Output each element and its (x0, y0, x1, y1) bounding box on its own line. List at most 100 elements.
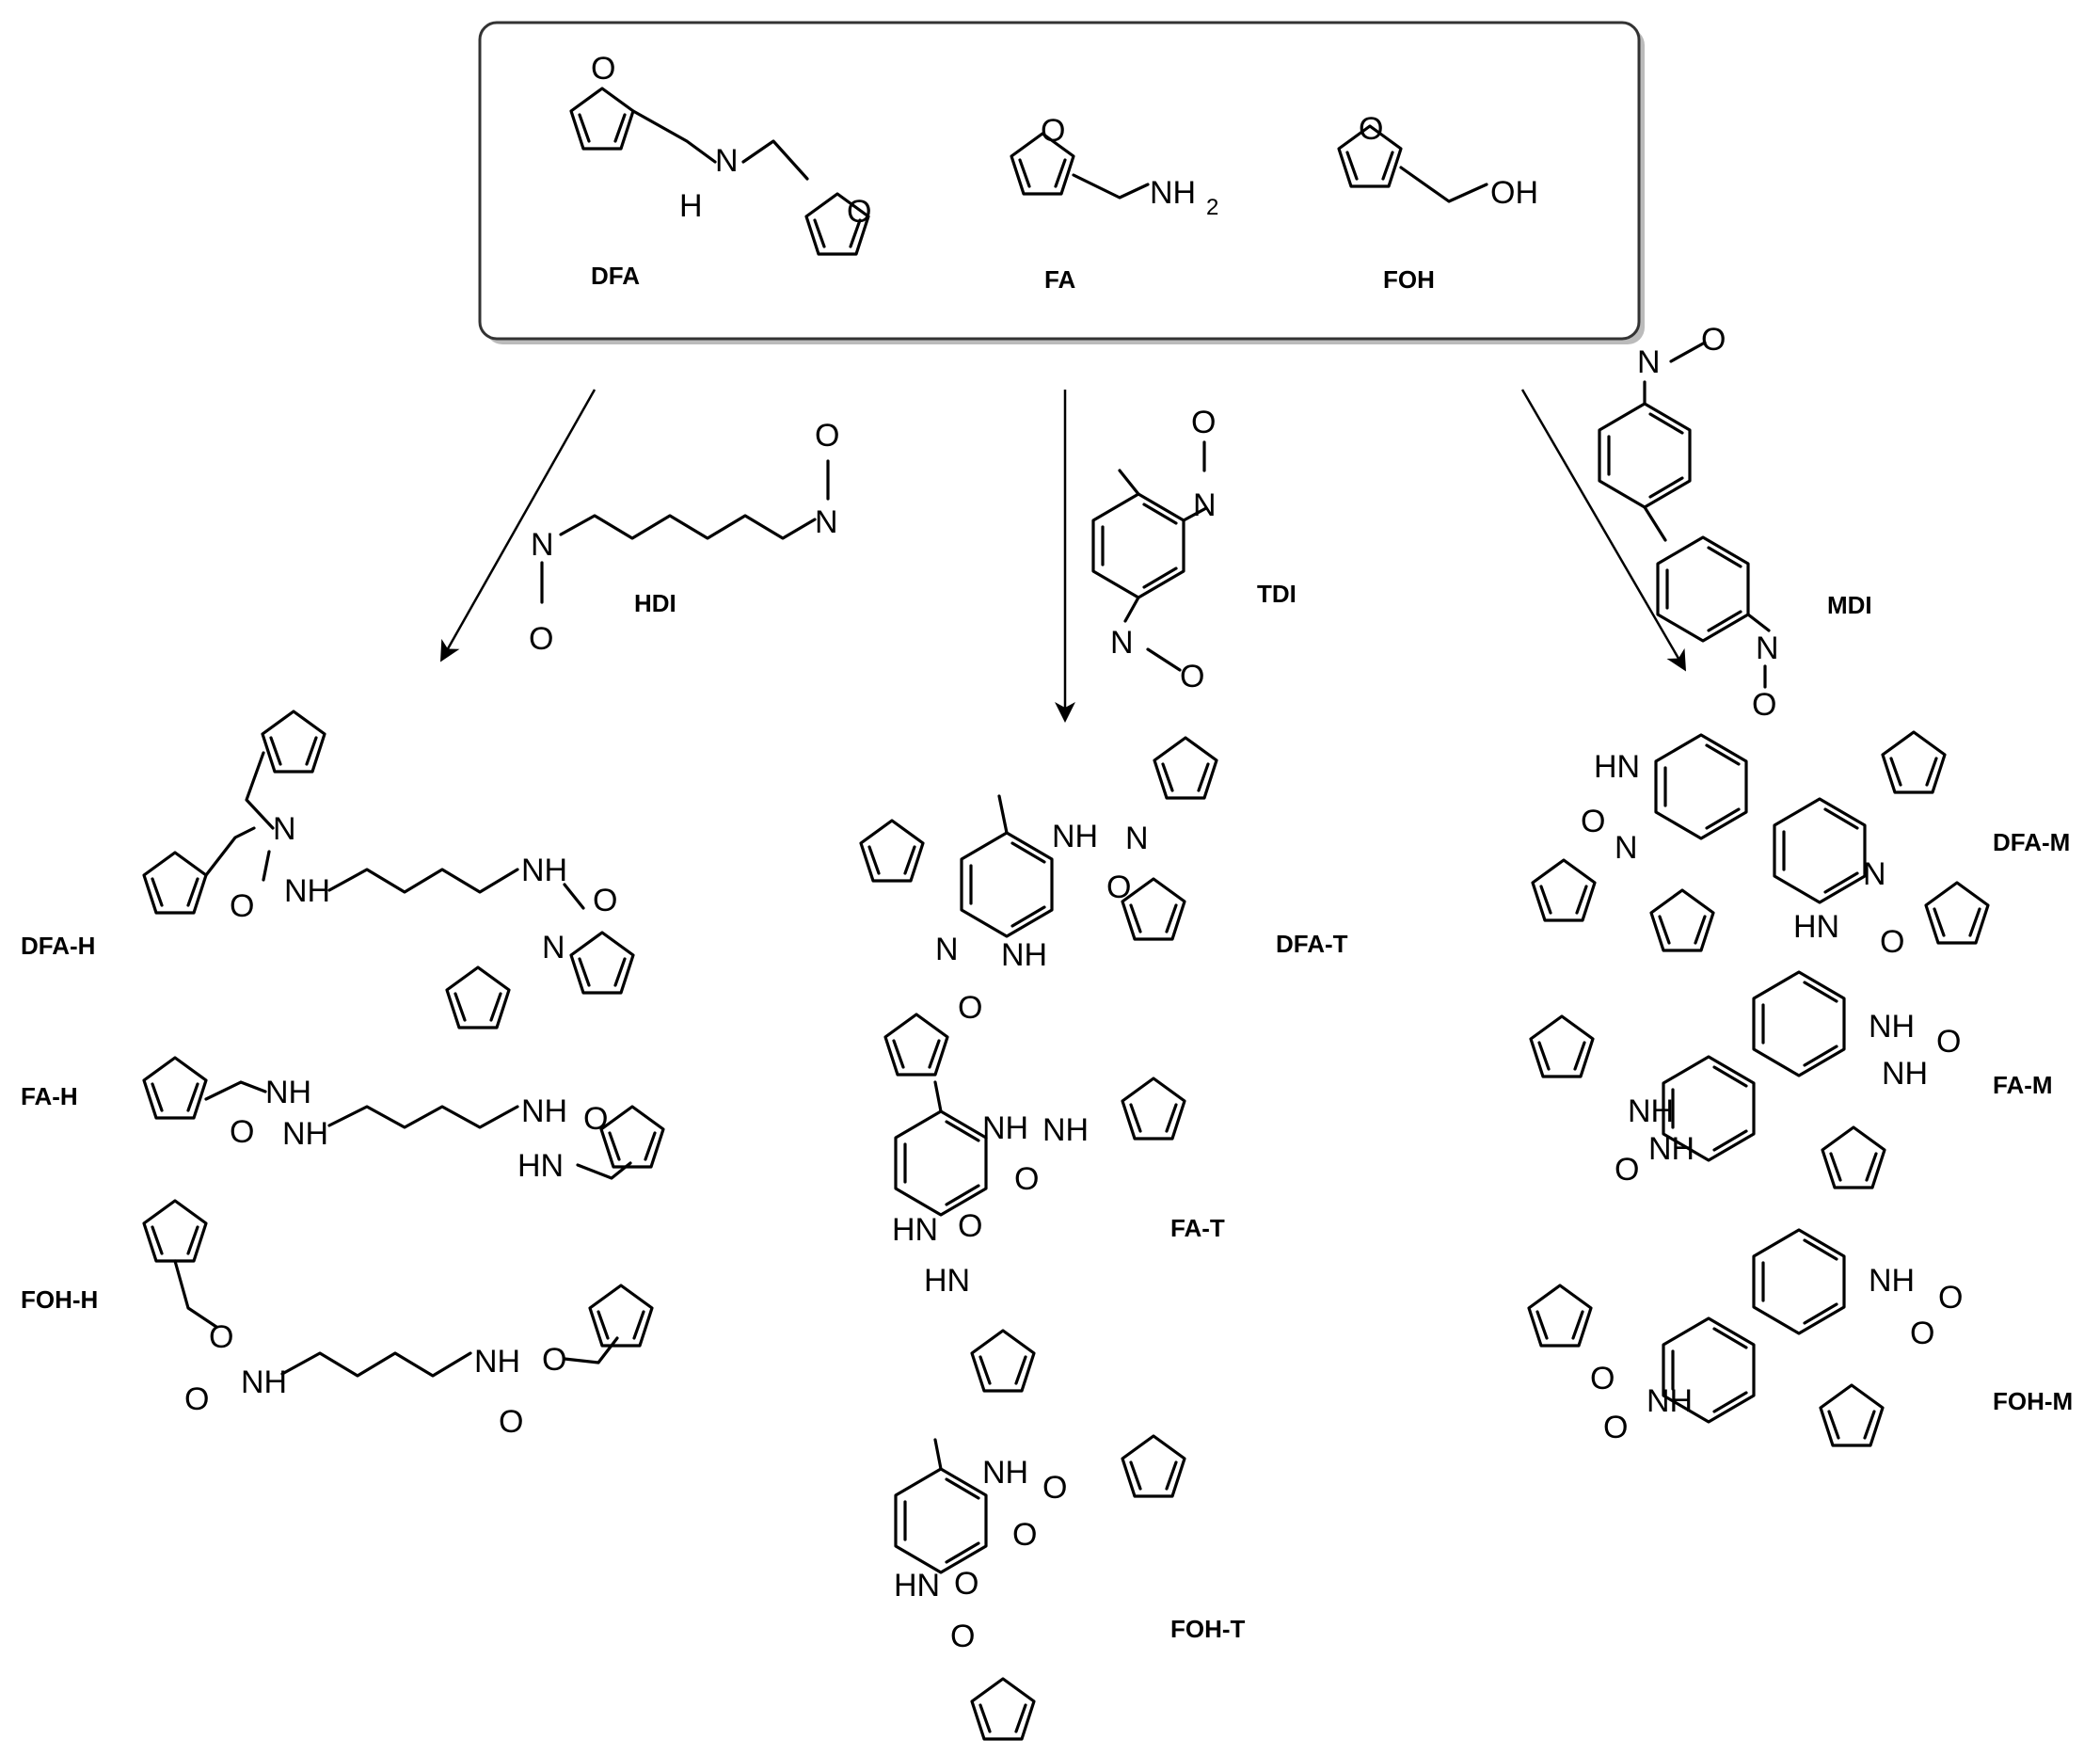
svg-text:N: N (1125, 821, 1149, 856)
svg-text:O: O (591, 51, 615, 87)
svg-text:NH: NH (1882, 1056, 1928, 1092)
svg-text:NH: NH (1150, 175, 1196, 211)
svg-text:O: O (950, 1619, 975, 1654)
svg-text:O: O (583, 1101, 608, 1137)
svg-text:NH: NH (1042, 1112, 1089, 1148)
svg-text:O: O (230, 888, 254, 924)
svg-text:O: O (1936, 1024, 1961, 1060)
arrow-left (440, 389, 597, 662)
foh-t-structure: NH O O HN O O (894, 1434, 1186, 1741)
svg-text:N: N (715, 143, 739, 179)
svg-text:O: O (958, 1208, 982, 1244)
svg-text:O: O (1701, 322, 1726, 358)
svg-text:O: O (593, 883, 617, 918)
svg-text:OH: OH (1490, 175, 1538, 211)
label-dfa-m: DFA-M (1993, 828, 2070, 856)
svg-text:O: O (1615, 1152, 1639, 1188)
svg-text:O: O (1880, 924, 1904, 960)
svg-text:NH: NH (521, 853, 567, 888)
svg-text:O: O (1012, 1517, 1037, 1553)
label-fa-t: FA-T (1170, 1214, 1225, 1242)
svg-text:O: O (542, 1342, 566, 1378)
svg-text:O: O (230, 1114, 254, 1150)
svg-text:O: O (1752, 687, 1776, 723)
svg-text:O: O (184, 1381, 209, 1417)
svg-text:O: O (1106, 870, 1131, 905)
arrow-right (1520, 389, 1687, 672)
svg-text:N: N (1756, 630, 1779, 666)
label-dfa: DFA (591, 262, 640, 290)
svg-text:O: O (1359, 111, 1383, 147)
label-dfa-h: DFA-H (21, 932, 95, 960)
svg-text:O: O (847, 194, 871, 230)
svg-text:O: O (1910, 1316, 1934, 1351)
foh-h-structure: O O NH NH O O (142, 1199, 654, 1440)
foh-m-structure: NH O O O NH O (1527, 1228, 1963, 1447)
reactant-box (478, 21, 1641, 341)
mdi-structure: N O N O (1598, 322, 1779, 723)
label-fa-m: FA-M (1993, 1071, 2053, 1099)
label-hdi: HDI (634, 589, 676, 617)
fa-t-structure: NH NH O HN O HN (892, 1077, 1186, 1393)
fa-structure: O NH 2 (1010, 113, 1218, 220)
svg-text:N: N (935, 932, 959, 967)
svg-text:O: O (1938, 1280, 1963, 1316)
svg-text:N: N (1193, 487, 1217, 523)
svg-text:N: N (1615, 830, 1638, 866)
svg-text:N: N (542, 930, 565, 965)
svg-text:O: O (958, 990, 982, 1026)
label-foh-t: FOH-T (1170, 1615, 1246, 1643)
svg-text:O: O (1014, 1161, 1039, 1197)
dfa-structure: O N H O (569, 51, 871, 256)
svg-text:NH: NH (982, 1455, 1028, 1491)
svg-text:O: O (1191, 405, 1216, 440)
svg-text:N: N (815, 504, 838, 540)
svg-text:O: O (499, 1404, 523, 1440)
svg-text:O: O (1180, 659, 1204, 694)
svg-text:NH: NH (1628, 1093, 1674, 1129)
svg-text:N: N (1637, 344, 1661, 380)
dfa-t-structure: NH O N NH N O (859, 736, 1218, 1077)
label-foh-h: FOH-H (21, 1285, 98, 1314)
label-mdi: MDI (1827, 591, 1872, 619)
foh-structure: O OH (1337, 111, 1538, 211)
svg-text:N: N (531, 527, 554, 563)
svg-text:NH: NH (474, 1344, 520, 1380)
svg-text:HN: HN (517, 1148, 564, 1184)
svg-text:O: O (1590, 1361, 1615, 1396)
svg-text:HN: HN (1594, 749, 1640, 785)
svg-text:HN: HN (892, 1212, 938, 1248)
svg-text:NH: NH (1647, 1383, 1693, 1419)
svg-text:HN: HN (894, 1568, 940, 1603)
svg-text:NH: NH (282, 1116, 328, 1152)
svg-text:O: O (209, 1319, 233, 1355)
svg-text:NH: NH (1869, 1263, 1915, 1299)
label-fa-h: FA-H (21, 1082, 78, 1110)
svg-text:O: O (1581, 804, 1605, 839)
svg-text:N: N (1110, 625, 1134, 661)
svg-text:NH: NH (1648, 1131, 1694, 1167)
label-dfa-t: DFA-T (1276, 930, 1348, 958)
svg-text:NH: NH (284, 873, 330, 909)
svg-text:H: H (679, 188, 703, 224)
svg-text:HN: HN (924, 1263, 970, 1299)
label-foh-m: FOH-M (1993, 1387, 2073, 1415)
svg-text:O: O (954, 1566, 978, 1602)
label-foh: FOH (1383, 265, 1435, 294)
fa-m-structure: NH O NH NH NH O (1529, 970, 1961, 1189)
svg-text:O: O (1041, 113, 1065, 149)
svg-text:2: 2 (1206, 195, 1218, 220)
svg-text:HN: HN (1793, 909, 1839, 945)
svg-text:NH: NH (521, 1093, 567, 1129)
dfa-h-structure: N O NH NH O N (142, 710, 635, 1029)
label-fa: FA (1044, 265, 1075, 294)
svg-text:N: N (1863, 856, 1886, 892)
svg-text:NH: NH (1001, 937, 1047, 973)
svg-text:O: O (815, 418, 839, 454)
fa-h-structure: NH O NH NH O HN (142, 1056, 665, 1184)
svg-text:NH: NH (1869, 1009, 1915, 1045)
svg-text:NH: NH (1052, 819, 1098, 854)
svg-text:NH: NH (982, 1110, 1028, 1146)
svg-text:NH: NH (265, 1075, 311, 1110)
